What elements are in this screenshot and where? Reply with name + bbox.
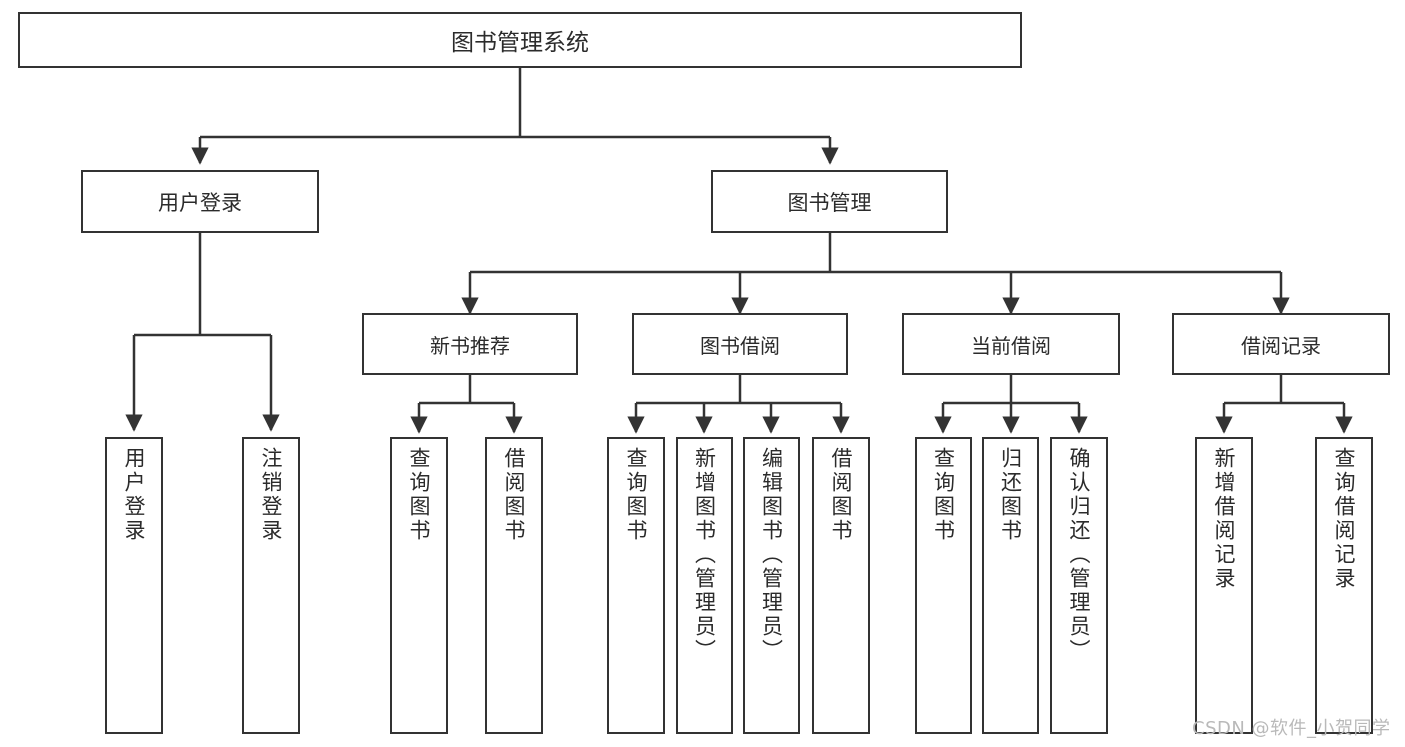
leaf-book-borrow-query[interactable]: 查询图书 <box>607 437 665 734</box>
node-label: 查询图书 <box>407 447 432 543</box>
node-book-management[interactable]: 图书管理 <box>711 170 948 233</box>
leaf-book-borrow-add[interactable]: 新增图书（管理员） <box>676 437 733 734</box>
leaf-current-borrow-return[interactable]: 归还图书 <box>982 437 1039 734</box>
node-label: 借阅图书 <box>502 447 527 543</box>
leaf-book-borrow-edit[interactable]: 编辑图书（管理员） <box>743 437 800 734</box>
csdn-watermark: CSDN @软件_小贺同学 <box>1192 718 1391 739</box>
node-label: 新书推荐 <box>430 333 510 358</box>
node-new-book-recommend[interactable]: 新书推荐 <box>362 313 578 375</box>
node-label: 新增图书（管理员） <box>692 447 717 663</box>
leaf-current-borrow-confirm-return[interactable]: 确认归还（管理员） <box>1050 437 1108 734</box>
node-label: 注销登录 <box>259 447 284 543</box>
node-label: 图书管理 <box>787 190 872 215</box>
node-root-book-management-system[interactable]: 图书管理系统 <box>18 12 1022 68</box>
node-label: 查询图书 <box>624 447 649 543</box>
leaf-current-borrow-query[interactable]: 查询图书 <box>915 437 972 734</box>
leaf-new-book-borrow[interactable]: 借阅图书 <box>485 437 543 734</box>
node-label: 新增借阅记录 <box>1212 447 1237 591</box>
node-label: 用户登录 <box>122 447 147 543</box>
leaf-user-login-signout[interactable]: 注销登录 <box>242 437 300 734</box>
node-label: 编辑图书（管理员） <box>759 447 784 663</box>
node-current-borrow[interactable]: 当前借阅 <box>902 313 1120 375</box>
node-label: 归还图书 <box>998 447 1023 543</box>
node-label: 图书借阅 <box>700 333 780 358</box>
leaf-user-login-signin[interactable]: 用户登录 <box>105 437 163 734</box>
node-user-login[interactable]: 用户登录 <box>81 170 319 233</box>
leaf-borrow-record-query[interactable]: 查询借阅记录 <box>1315 437 1373 734</box>
leaf-book-borrow-borrow[interactable]: 借阅图书 <box>812 437 870 734</box>
node-label: 确认归还（管理员） <box>1067 447 1092 663</box>
leaf-new-book-query[interactable]: 查询图书 <box>390 437 448 734</box>
node-borrow-record[interactable]: 借阅记录 <box>1172 313 1390 375</box>
node-label: 借阅记录 <box>1241 333 1321 358</box>
node-label: 查询借阅记录 <box>1332 447 1357 591</box>
node-label: 图书管理系统 <box>451 30 589 56</box>
node-label: 借阅图书 <box>829 447 854 543</box>
node-label: 查询图书 <box>931 447 956 543</box>
leaf-borrow-record-add[interactable]: 新增借阅记录 <box>1195 437 1253 734</box>
node-label: 当前借阅 <box>971 333 1051 358</box>
node-label: 用户登录 <box>158 190 242 215</box>
node-book-borrow[interactable]: 图书借阅 <box>632 313 848 375</box>
